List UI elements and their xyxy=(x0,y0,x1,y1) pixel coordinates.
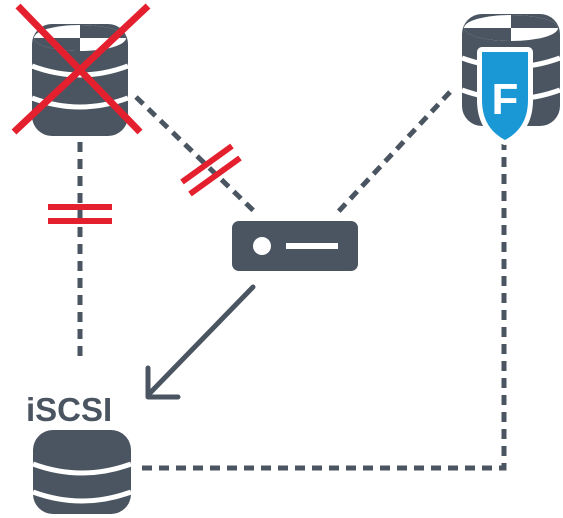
protected-server: F xyxy=(461,14,561,145)
failed-server xyxy=(11,3,151,136)
shield-icon: F xyxy=(477,47,533,145)
link-failed-server-to-switch xyxy=(134,95,260,217)
connections xyxy=(77,90,507,471)
database-icon xyxy=(32,430,132,514)
arrow-switch-to-iscsi xyxy=(145,284,256,400)
shield-letter: F xyxy=(492,75,519,124)
network-switch-icon xyxy=(232,221,358,271)
iscsi-storage xyxy=(32,430,132,514)
x-cross-icon xyxy=(11,3,151,135)
broken-link-icon xyxy=(180,143,242,197)
broken-link-icon xyxy=(48,204,112,224)
link-protected-server-to-switch xyxy=(336,90,452,214)
link-protected-server-to-iscsi xyxy=(140,140,507,471)
iscsi-label: iSCSI xyxy=(26,391,113,428)
